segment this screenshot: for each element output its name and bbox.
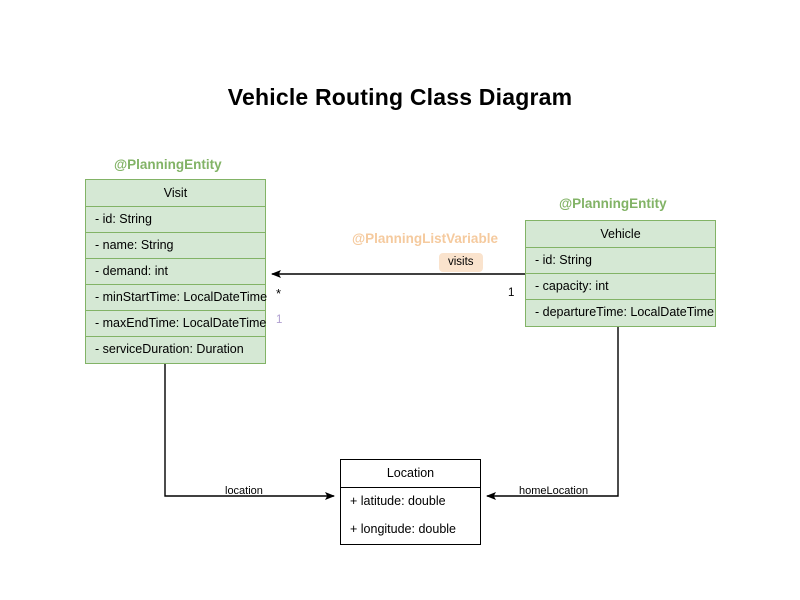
class-name-vehicle: Vehicle	[526, 221, 715, 248]
attribute-row: - id: String	[526, 248, 715, 274]
annotation-planning-list-variable: @PlanningListVariable	[352, 231, 498, 246]
annotation-vehicle-planning-entity: @PlanningEntity	[559, 196, 667, 211]
multiplicity-vehicle-one: 1	[508, 287, 515, 299]
attribute-row: - demand: int	[86, 259, 265, 285]
uml-class-location[interactable]: Location + latitude: double + longitude:…	[340, 459, 481, 545]
edge-label-visits: visits	[439, 253, 483, 272]
uml-class-visit[interactable]: Visit - id: String - name: String - dema…	[85, 179, 267, 364]
page-title: Vehicle Routing Class Diagram	[227, 84, 573, 110]
attribute-row: - name: String	[86, 233, 265, 259]
attribute-row: - maxEndTime: LocalDateTime	[86, 311, 266, 337]
annotation-visit-planning-entity: @PlanningEntity	[114, 157, 222, 172]
attribute-row: - serviceDuration: Duration	[95, 342, 244, 356]
attribute-row: - departureTime: LocalDateTime	[535, 305, 715, 319]
attribute-row: + latitude: double	[350, 494, 446, 508]
attribute-row: - minStartTime: LocalDateTime	[86, 285, 267, 311]
edge-label-homelocation: homeLocation	[519, 485, 589, 497]
uml-class-vehicle[interactable]: Vehicle - id: String - capacity: int - d…	[525, 220, 716, 327]
edge-visit-location	[164, 363, 335, 500]
class-name-visit: Visit	[86, 180, 265, 207]
edge-vehicle-homelocation	[486, 322, 619, 500]
edge-label-location: location	[225, 485, 263, 497]
attribute-row: - id: String	[86, 207, 265, 233]
multiplicity-visit-one: 1	[276, 314, 283, 326]
multiplicity-visit-many: *	[276, 286, 282, 301]
attribute-row: + longitude: double	[350, 522, 456, 536]
attribute-row: - capacity: int	[526, 274, 715, 300]
class-name-location: Location	[341, 460, 480, 488]
